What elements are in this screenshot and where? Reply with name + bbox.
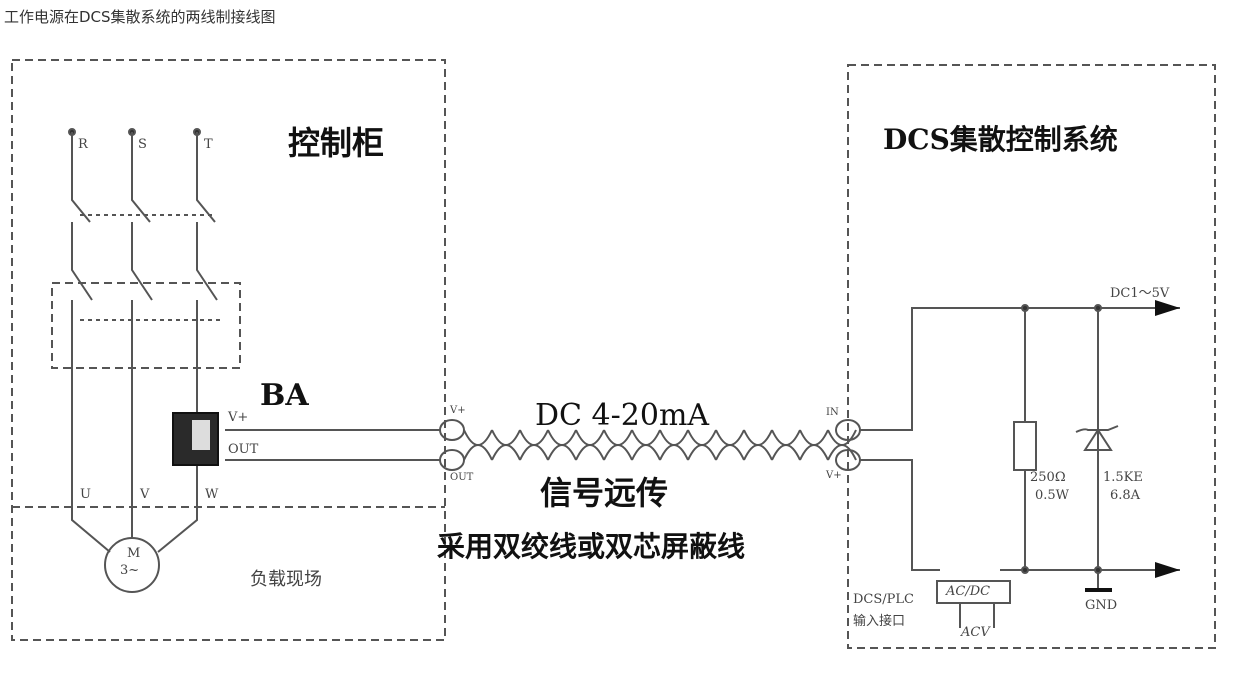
diode-model: 1.5KE (1103, 470, 1143, 485)
term-w: W (205, 487, 219, 502)
cable-pin-out: OUT (450, 472, 474, 483)
term-u: U (80, 487, 91, 502)
term-v: V (140, 487, 150, 502)
gnd-label: GND (1085, 598, 1118, 613)
dcs-pin-in: IN (826, 407, 839, 418)
phase-s: S (138, 137, 147, 152)
sensor-label: BA (260, 378, 309, 413)
motor-label: M (127, 546, 141, 561)
converter-label: AC/DC (946, 584, 991, 599)
control-cabinet-label: 控制柜 (288, 124, 385, 162)
three-phase-lines (51, 128, 241, 593)
pin-out: OUT (228, 442, 259, 457)
interface-sub: 输入接口 (853, 614, 906, 629)
pin-vplus: V+ (228, 410, 249, 425)
caption-signal: 信号远传 (540, 474, 669, 512)
motor-symbol (104, 537, 160, 593)
output-label: DC1～5V (1110, 286, 1170, 301)
twisted-pair-cable (225, 419, 861, 471)
resistor-power: 0.5W (1035, 488, 1070, 503)
caption-cable: 采用双绞线或双芯屏蔽线 (437, 530, 746, 563)
acv-label: ACV (961, 625, 990, 640)
signal-label: DC 4-20mA (535, 398, 710, 433)
cable-pin-vplus: V+ (450, 405, 466, 416)
control-cabinet-box (11, 59, 446, 641)
dcs-circuit (860, 300, 1180, 628)
dcs-label: DCS集散控制系统 (883, 123, 1118, 156)
phase-r: R (78, 137, 88, 152)
phase-t: T (204, 137, 213, 152)
interface-label: DCS/PLC (853, 592, 914, 607)
ba-sensor-image (172, 412, 219, 466)
dcs-pin-vplus: V+ (826, 470, 842, 481)
dcs-box (847, 64, 1216, 649)
resistor-value: 250Ω (1030, 470, 1066, 485)
diagram-title: 工作电源在DCS集散系统的两线制接线图 (4, 8, 276, 26)
diode-rating: 6.8A (1110, 488, 1141, 503)
motor-sub: 3~ (120, 563, 140, 578)
field-label: 负载现场 (250, 569, 322, 590)
